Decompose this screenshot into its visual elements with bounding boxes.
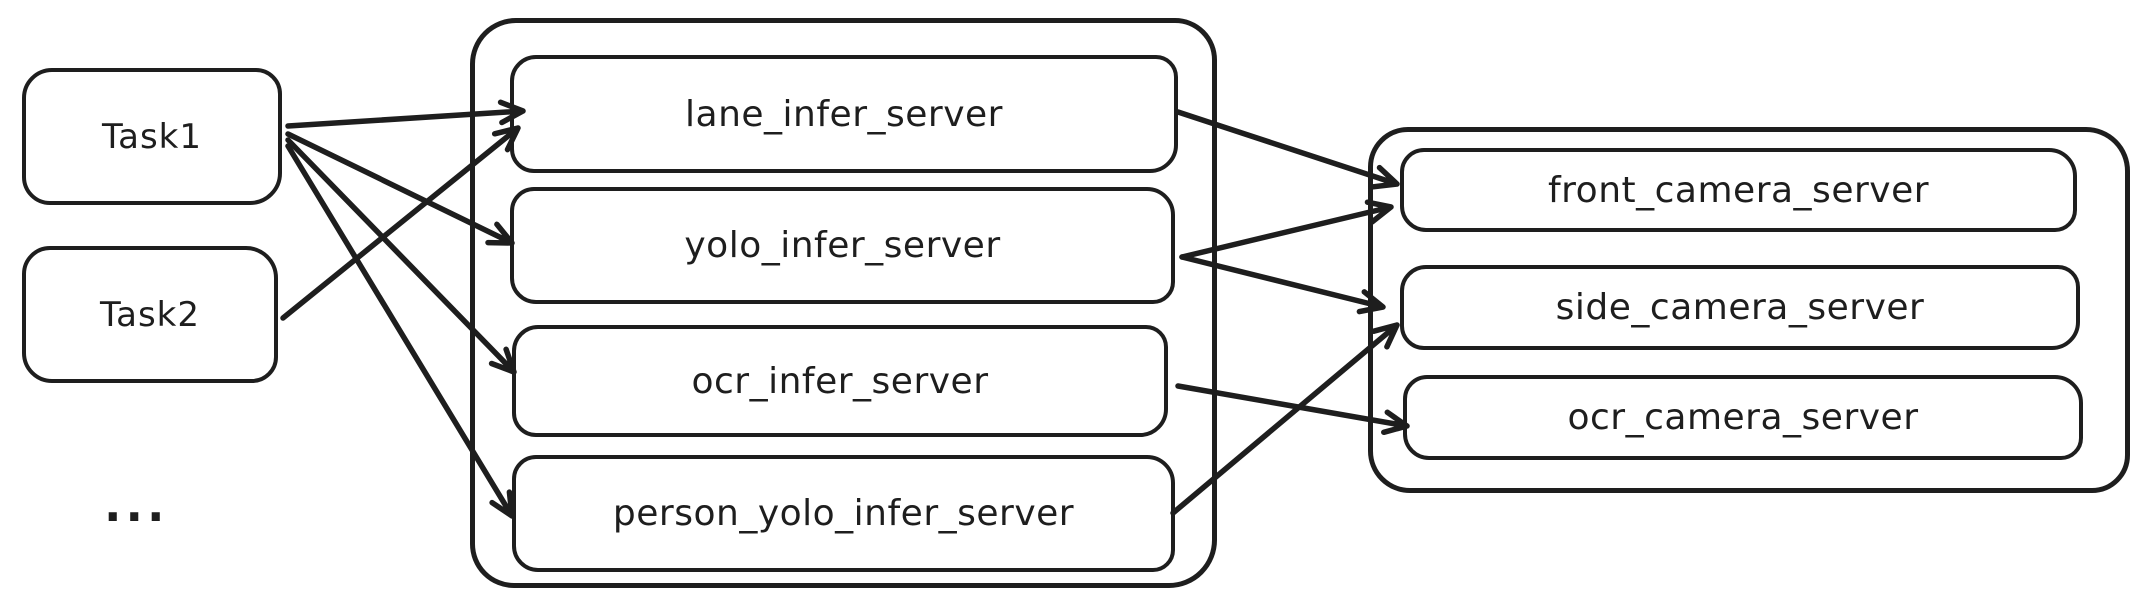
side-camera-server-label: side_camera_server [1555, 287, 1925, 328]
task2-label: Task2 [99, 294, 200, 335]
person-yolo-infer-server-label: person_yolo_infer_server [612, 493, 1075, 534]
front-camera-server-node: front_camera_server [1400, 148, 2077, 232]
ocr-infer-server-label: ocr_infer_server [691, 360, 989, 402]
ocr-infer-server-node: ocr_infer_server [512, 325, 1168, 437]
yolo-infer-server-label: yolo_infer_server [684, 225, 1001, 266]
person-yolo-infer-server-node: person_yolo_infer_server [512, 455, 1175, 572]
ocr-camera-server-label: ocr_camera_server [1567, 397, 1919, 438]
more-tasks-ellipsis: ... [104, 478, 169, 532]
yolo-infer-server-node: yolo_infer_server [510, 187, 1175, 304]
front-camera-server-label: front_camera_server [1547, 169, 1930, 211]
task1-label: Task1 [101, 116, 202, 157]
lane-infer-server-node: lane_infer_server [510, 55, 1178, 173]
lane-infer-server-label: lane_infer_server [685, 93, 1003, 135]
side-camera-server-node: side_camera_server [1400, 265, 2080, 350]
task2-node: Task2 [22, 246, 278, 383]
task1-node: Task1 [22, 68, 282, 205]
ocr-camera-server-node: ocr_camera_server [1403, 375, 2083, 460]
